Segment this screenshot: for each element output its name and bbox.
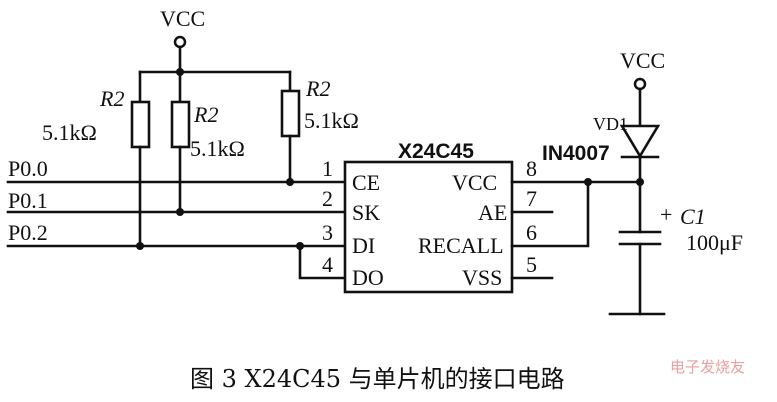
resistor-2-ref: R2 — [193, 102, 218, 127]
resistor-1-value: 5.1kΩ — [42, 120, 97, 145]
junction-recall-vcc — [584, 178, 592, 186]
vcc-right-label: VCC — [620, 48, 665, 73]
capacitor-value: 100μF — [686, 230, 743, 255]
resistor-3-ref: R2 — [305, 76, 330, 101]
port-p02-label: P0.2 — [8, 220, 48, 245]
junction-di-resistor — [136, 242, 144, 250]
junction-sk — [176, 208, 184, 216]
resistor-3 — [280, 89, 301, 138]
wire-di-do-tie — [298, 244, 347, 280]
diode-vd1 — [619, 124, 661, 159]
pin-7-number: 7 — [526, 186, 537, 211]
junction-ce — [286, 178, 294, 186]
wire-recall-to-vcc — [510, 180, 590, 248]
vcc-left-terminal — [173, 35, 187, 49]
resistor-2 — [170, 100, 191, 149]
port-p01-label: P0.1 — [8, 188, 48, 213]
watermark: 电子发烧友 — [670, 358, 745, 376]
resistor-1-ref: R2 — [99, 86, 124, 111]
diode-part: IN4007 — [542, 142, 610, 165]
capacitor-polarity: + — [660, 202, 672, 227]
resistor-1 — [130, 100, 151, 149]
pin-vcc-label: VCC — [452, 170, 497, 195]
pin-6-number: 6 — [526, 220, 537, 245]
pin-recall-label: RECALL — [418, 233, 504, 258]
pin-ce-label: CE — [352, 170, 380, 195]
pin-3-number: 3 — [322, 220, 333, 245]
figure-caption: 图 3 X24C45 与单片机的接口电路 — [190, 365, 565, 393]
pin-ae-label: AE — [478, 200, 507, 225]
resistor-3-value: 5.1kΩ — [304, 108, 359, 133]
pin-1-number: 1 — [322, 156, 333, 181]
pin-vss-label: VSS — [462, 265, 502, 290]
junction-vcc-node — [636, 178, 644, 186]
chip-x24c45 — [343, 160, 514, 294]
pin-8-number: 8 — [526, 156, 537, 181]
vcc-left-label: VCC — [160, 6, 205, 31]
pin-5-number: 5 — [526, 252, 537, 277]
pin-do-label: DO — [352, 265, 384, 290]
pin-sk-label: SK — [352, 200, 380, 225]
pin-2-number: 2 — [322, 186, 333, 211]
diode-ref: VD1 — [593, 114, 628, 134]
capacitor-ref: C1 — [680, 204, 706, 229]
pin-4-number: 4 — [322, 252, 333, 277]
vcc-right-terminal — [633, 77, 647, 91]
chip-name: X24C45 — [398, 140, 474, 163]
resistor-2-value: 5.1kΩ — [190, 136, 245, 161]
pin-di-label: DI — [352, 233, 375, 258]
port-p00-label: P0.0 — [8, 156, 48, 181]
